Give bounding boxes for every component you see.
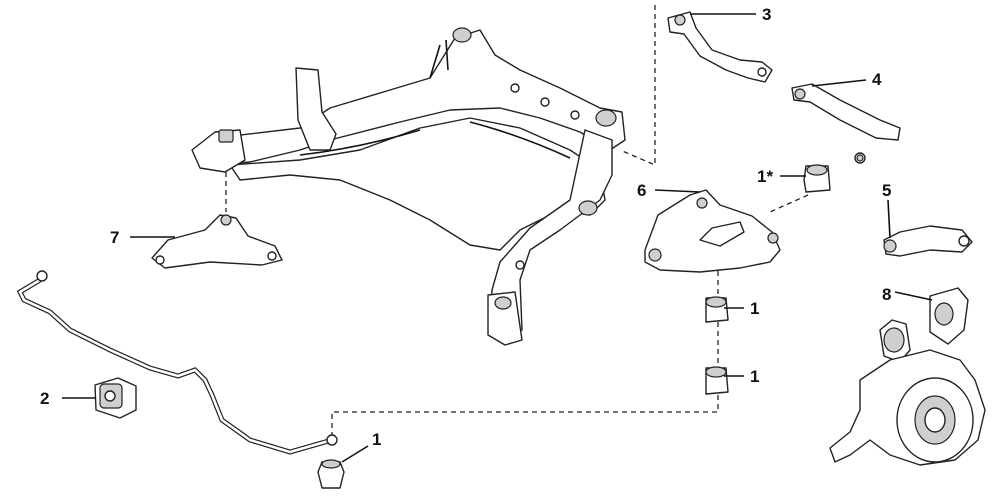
callout-labels: 7 2 3 4 5 6 8 1* 1 1 1 bbox=[40, 5, 891, 449]
callout-8: 8 bbox=[882, 285, 891, 304]
part-3-support-bracket bbox=[151, 214, 283, 269]
callout-1-bar: 1 bbox=[372, 430, 381, 449]
stabilizer-bar bbox=[16, 270, 338, 455]
part-1-star-bushing bbox=[803, 164, 831, 193]
callout-leaders bbox=[62, 13, 933, 463]
callout-5: 4 bbox=[872, 70, 882, 89]
part-1-bushing-upper bbox=[705, 296, 729, 323]
assembly-guide-lines bbox=[225, 5, 809, 440]
part-1-bushing-bar-end bbox=[317, 459, 345, 489]
subframe-crossmember bbox=[191, 27, 626, 346]
part-5-lateral-link bbox=[791, 83, 901, 164]
callout-2: 2 bbox=[40, 389, 49, 408]
part-2-stabilizer-bushing bbox=[94, 377, 137, 419]
callout-7: 6 bbox=[637, 181, 646, 200]
part-6-trailing-link bbox=[883, 225, 973, 257]
part-8-knuckle-hub-assembly bbox=[829, 287, 986, 466]
callout-1-upper: 1 bbox=[750, 299, 759, 318]
callout-4: 3 bbox=[762, 5, 771, 24]
callout-1-star: 1* bbox=[757, 167, 773, 186]
callout-1-lower: 1 bbox=[750, 367, 759, 386]
part-4-upper-link bbox=[667, 11, 773, 83]
part-7-control-arm bbox=[644, 189, 781, 273]
callout-6: 5 bbox=[882, 181, 891, 200]
callout-3: 7 bbox=[110, 228, 119, 247]
part-1-bushing-lower bbox=[705, 366, 729, 395]
